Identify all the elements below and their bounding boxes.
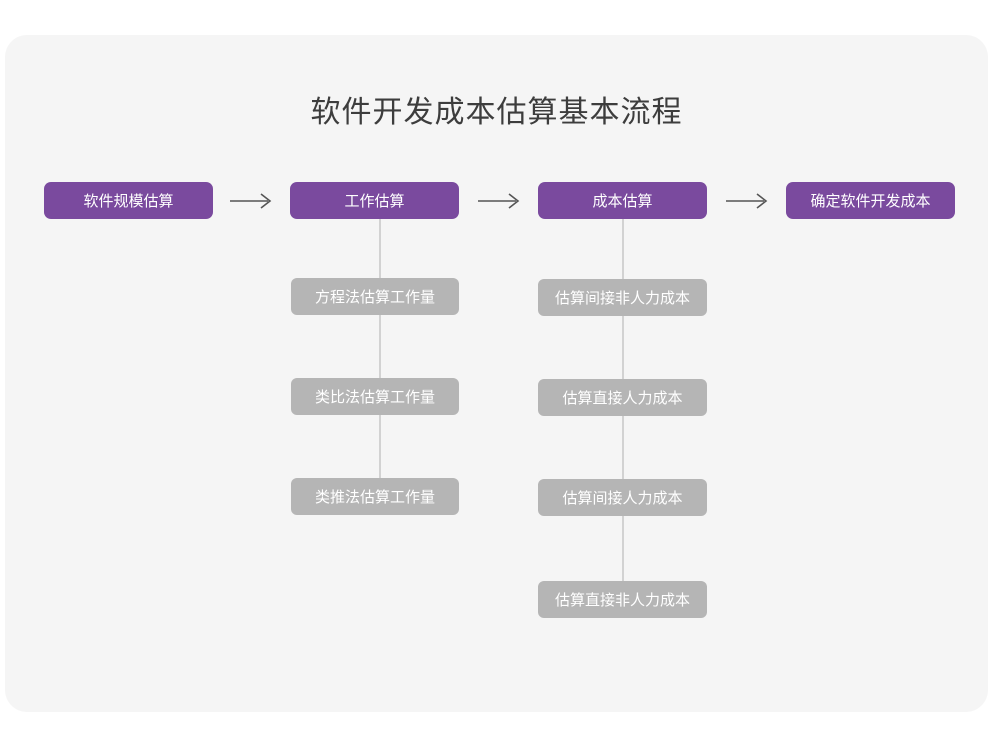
stage-box-2-label: 工作估算 (344, 193, 405, 210)
diagram-card: 软件开发成本估算基本流程 软件规模估算 工作估算 成本估算 确定软件开发成本 方… (5, 35, 988, 712)
substep-box-2-3[interactable]: 类推法估算工作量 (291, 478, 459, 515)
connector-line-stage-3 (622, 217, 624, 617)
stage-box-2[interactable]: 工作估算 (290, 182, 459, 219)
substep-box-3-3-label: 估算间接人力成本 (562, 490, 683, 507)
arrow-right-icon-1 (230, 193, 272, 209)
arrow-right-icon-2 (478, 193, 520, 209)
connector-line-stage-2 (379, 217, 381, 515)
substep-box-2-1-label: 方程法估算工作量 (314, 289, 435, 306)
stage-box-1-label: 软件规模估算 (83, 193, 174, 210)
substep-box-3-1-label: 估算间接非人力成本 (554, 290, 690, 307)
stage-box-3[interactable]: 成本估算 (538, 182, 707, 219)
substep-box-2-1[interactable]: 方程法估算工作量 (291, 278, 459, 315)
substep-box-2-3-label: 类推法估算工作量 (314, 489, 435, 506)
stage-box-4[interactable]: 确定软件开发成本 (786, 182, 955, 219)
stage-box-4-label: 确定软件开发成本 (810, 193, 931, 210)
substep-box-3-1[interactable]: 估算间接非人力成本 (538, 279, 707, 316)
stage-box-1[interactable]: 软件规模估算 (44, 182, 213, 219)
substep-box-2-2[interactable]: 类比法估算工作量 (291, 378, 459, 415)
stage-box-3-label: 成本估算 (592, 193, 653, 210)
arrow-right-icon-3 (726, 193, 768, 209)
substep-box-3-2-label: 估算直接人力成本 (562, 390, 683, 407)
substep-box-3-4-label: 估算直接非人力成本 (554, 592, 690, 609)
page-title: 软件开发成本估算基本流程 (310, 96, 683, 129)
substep-box-2-2-label: 类比法估算工作量 (314, 389, 435, 406)
substep-box-3-2[interactable]: 估算直接人力成本 (538, 379, 707, 416)
substep-box-3-4[interactable]: 估算直接非人力成本 (538, 581, 707, 618)
substep-box-3-3[interactable]: 估算间接人力成本 (538, 479, 707, 516)
